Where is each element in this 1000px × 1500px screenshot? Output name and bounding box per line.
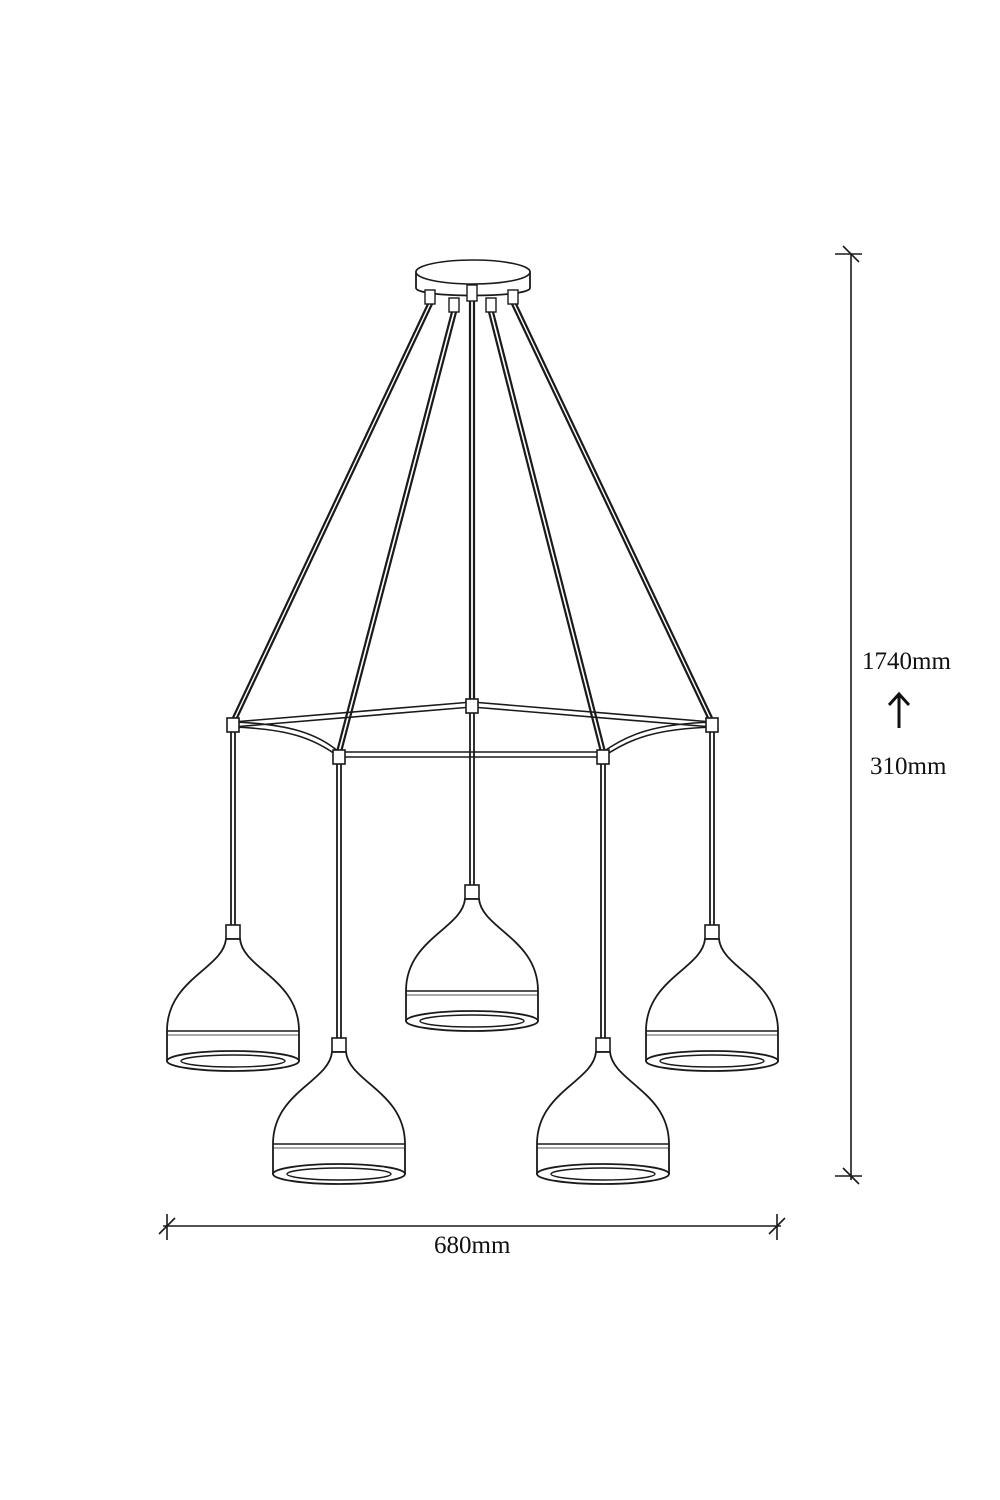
max-height-label: 1740mm [862,648,951,675]
frame-connectors [226,698,719,765]
up-arrow-icon [887,691,911,728]
suspension-cables [230,301,715,753]
drop-cords [230,713,715,1038]
width-label: 680mm [434,1232,511,1259]
pendant-shade-center [405,884,539,1032]
width-dimension-line [158,1214,786,1240]
pendant-shade-left [166,924,300,1072]
min-height-label: 310mm [870,753,947,780]
height-dimension-line [835,245,862,1185]
ceiling-canopy [415,259,531,313]
pendant-shade-right [645,924,779,1072]
